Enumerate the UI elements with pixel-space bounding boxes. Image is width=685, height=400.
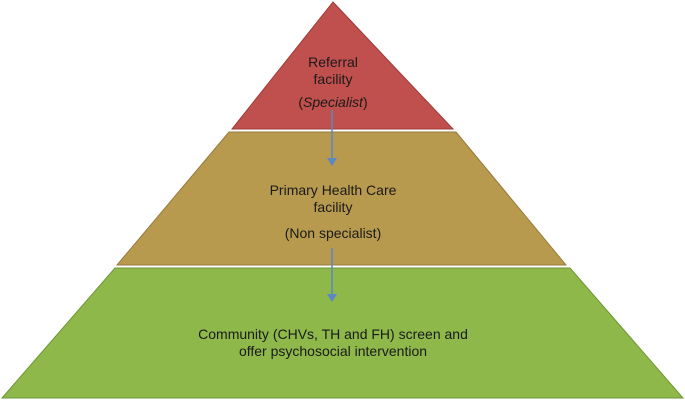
referral-line-1: Referral (308, 54, 358, 70)
arrow-head-1 (327, 158, 337, 166)
primary-line-1: Primary Health Care (269, 182, 397, 198)
community-label: Community (CHVs, TH and FH) screen and o… (163, 326, 503, 360)
referral-label: Referral facility (Specialist) (243, 54, 423, 111)
referral-line-2: facility (313, 71, 353, 87)
referral-note-italic: Specialist (303, 94, 363, 110)
primary-note: (Non specialist) (284, 225, 382, 241)
tier-primary (115, 131, 568, 266)
community-line-1: Community (CHVs, TH and FH) screen and (198, 326, 468, 342)
tier-community (0, 267, 685, 399)
primary-label: Primary Health Care facility (Non specia… (223, 182, 443, 242)
primary-line-2: facility (313, 199, 353, 215)
referral-note: (Specialist) (243, 94, 423, 111)
referral-note-open: ( (298, 94, 304, 110)
arrow-head-2 (327, 294, 337, 302)
tier-referral (230, 1, 455, 130)
community-line-2: offer psychosocial intervention (238, 343, 428, 359)
referral-note-close: ) (362, 94, 368, 110)
